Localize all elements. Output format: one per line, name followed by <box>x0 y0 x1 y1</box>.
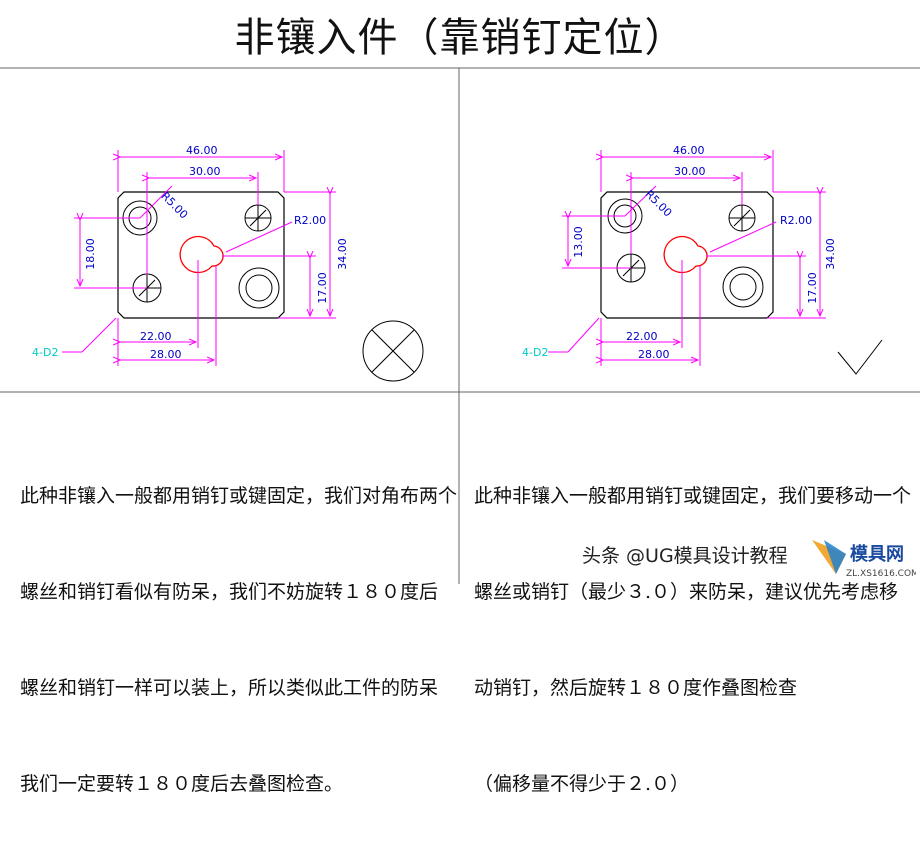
dim-34: 34.00 <box>336 238 349 270</box>
corner-label: 4-D2 <box>32 346 58 359</box>
dim-34: 34.00 <box>824 238 837 270</box>
screw-bottom-right <box>238 267 280 309</box>
wrong-mark-icon <box>362 320 424 382</box>
dim-r5: R5.00 <box>158 190 190 222</box>
screw-bottom-right <box>722 266 764 308</box>
dim-28: 28.00 <box>638 348 670 361</box>
watermark-logo: 模具网 ZL.XS1616.COM <box>812 540 916 579</box>
dim-17: 17.00 <box>806 272 819 304</box>
dim-46: 46.00 <box>673 144 705 157</box>
dim-30: 30.00 <box>189 165 221 178</box>
pin-top-right <box>244 204 272 232</box>
dim-22: 22.00 <box>140 330 172 343</box>
corner-label: 4-D2 <box>522 346 548 359</box>
locating-pin-red <box>663 235 708 274</box>
right-drawing: 46.00 30.00 R5.00 R2.00 34.00 17.00 13.0… <box>522 144 883 375</box>
right-description: 此种非镶入一般都用销钉或键固定，我们要移动一个 螺丝或销钉（最少３.０）来防呆，… <box>474 416 911 864</box>
left-text-line: 此种非镶入一般都用销钉或键固定，我们对角布两个 <box>20 485 458 507</box>
dim-46: 46.00 <box>186 144 218 157</box>
left-text-line: 螺丝和销钉看似有防呆，我们不妨旋转１８０度后 <box>20 581 439 603</box>
pin-top-right <box>728 204 756 232</box>
dim-17: 17.00 <box>316 272 329 304</box>
dim-13: 13.00 <box>572 226 585 258</box>
left-text-line: 我们一定要转１８０度后去叠图检查。 <box>20 773 344 795</box>
left-text-line: 螺丝和销钉一样可以装上，所以类似此工件的防呆 <box>20 677 439 699</box>
drawing-sheet: 非镶入件（靠销钉定位） <box>0 15 920 795</box>
dim-30: 30.00 <box>674 165 706 178</box>
dim-28: 28.00 <box>150 348 182 361</box>
watermark-text: 头条 @UG模具设计教程 <box>578 534 794 574</box>
right-text-line: （偏移量不得少于２.０） <box>474 773 690 795</box>
right-text-line: 此种非镶入一般都用销钉或键固定，我们要移动一个 <box>474 485 912 507</box>
dim-r2: R2.00 <box>780 214 812 227</box>
frame-lines <box>0 67 920 584</box>
dim-22: 22.00 <box>626 330 658 343</box>
right-text-line: 动销钉，然后旋转１８０度作叠图检查 <box>474 677 798 699</box>
left-description: 此种非镶入一般都用销钉或键固定，我们对角布两个 螺丝和销钉看似有防呆，我们不妨旋… <box>20 416 457 864</box>
dim-r2: R2.00 <box>294 214 326 227</box>
watermark-logo-text: 模具网 <box>850 543 904 565</box>
locating-pin-red <box>179 235 224 274</box>
left-drawing: 46.00 30.00 R5.00 R2.00 34.00 17.00 18.0… <box>32 144 424 382</box>
dim-18: 18.00 <box>84 238 97 270</box>
page-title: 非镶入件（靠销钉定位） <box>234 15 686 61</box>
check-mark-icon <box>837 339 883 375</box>
right-text-line: 螺丝或销钉（最少３.０）来防呆，建议优先考虑移 <box>474 581 899 603</box>
watermark-logo-url: ZL.XS1616.COM <box>846 569 916 579</box>
plate-outline <box>117 191 285 319</box>
